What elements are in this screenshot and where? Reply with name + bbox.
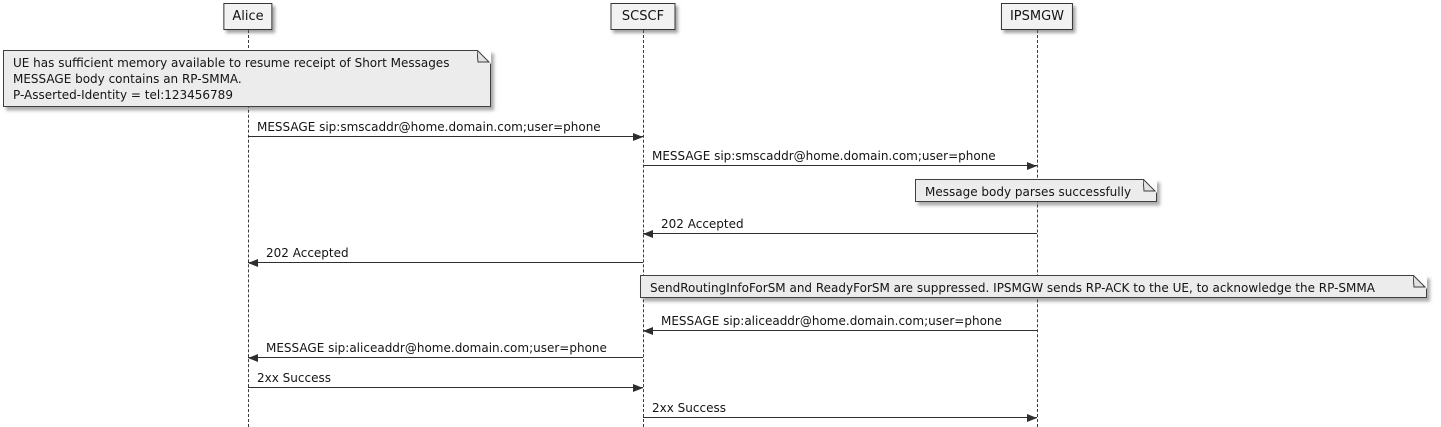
note-body-parses: Message body parses successfully xyxy=(915,179,1157,202)
note-fold-icon xyxy=(1413,275,1427,289)
arrowhead xyxy=(248,354,258,362)
note-text-line: Message body parses successfully xyxy=(925,185,1132,199)
participant-label: Alice xyxy=(232,9,264,24)
lifeline-scscf xyxy=(643,30,644,427)
note-text-line: UE has sufficient memory available to re… xyxy=(13,56,450,70)
message-label: 2xx Success xyxy=(652,401,726,415)
message-label: 202 Accepted xyxy=(266,246,349,260)
message-7: 2xx Success xyxy=(248,370,643,392)
arrowhead xyxy=(633,384,643,392)
message-2: MESSAGE sip:smscaddr@home.domain.com;use… xyxy=(643,148,1037,170)
note-ue-memory: UE has sufficient memory available to re… xyxy=(3,50,491,107)
note-fold-icon xyxy=(1143,179,1157,193)
arrowhead xyxy=(1027,414,1037,422)
participant-label: SCSCF xyxy=(621,9,665,24)
message-label: MESSAGE sip:aliceaddr@home.domain.com;us… xyxy=(661,314,1002,328)
message-label: MESSAGE sip:aliceaddr@home.domain.com;us… xyxy=(266,341,607,355)
note-text-line: SendRoutingInfoForSM and ReadyForSM are … xyxy=(650,281,1375,295)
arrowhead xyxy=(633,133,643,141)
arrowhead xyxy=(643,327,653,335)
message-1: MESSAGE sip:smscaddr@home.domain.com;use… xyxy=(248,119,643,141)
note-fold-icon xyxy=(477,50,491,64)
participant-label: IPSMGW xyxy=(1009,9,1065,24)
lifeline-alice xyxy=(248,30,249,427)
message-label: MESSAGE sip:smscaddr@home.domain.com;use… xyxy=(652,149,996,163)
note-text-line: P-Asserted-Identity = tel:123456789 xyxy=(13,88,233,102)
note-text-line: MESSAGE body contains an RP-SMMA. xyxy=(13,72,242,86)
note-sms-suppressed: SendRoutingInfoForSM and ReadyForSM are … xyxy=(640,275,1427,298)
arrowhead xyxy=(1027,162,1037,170)
message-label: 202 Accepted xyxy=(661,217,744,231)
participant-ipsmgw: IPSMGW xyxy=(1000,3,1074,30)
message-label: MESSAGE sip:smscaddr@home.domain.com;use… xyxy=(257,120,601,134)
participant-alice: Alice xyxy=(223,3,273,30)
participant-scscf: SCSCF xyxy=(610,3,676,30)
message-4: 202 Accepted xyxy=(248,245,643,267)
message-5: MESSAGE sip:aliceaddr@home.domain.com;us… xyxy=(643,313,1037,335)
message-6: MESSAGE sip:aliceaddr@home.domain.com;us… xyxy=(248,340,643,362)
message-8: 2xx Success xyxy=(643,400,1037,422)
message-3: 202 Accepted xyxy=(643,216,1037,238)
arrowhead xyxy=(643,230,653,238)
message-label: 2xx Success xyxy=(257,371,331,385)
lifeline-ipsmgw xyxy=(1037,30,1038,427)
arrowhead xyxy=(248,259,258,267)
